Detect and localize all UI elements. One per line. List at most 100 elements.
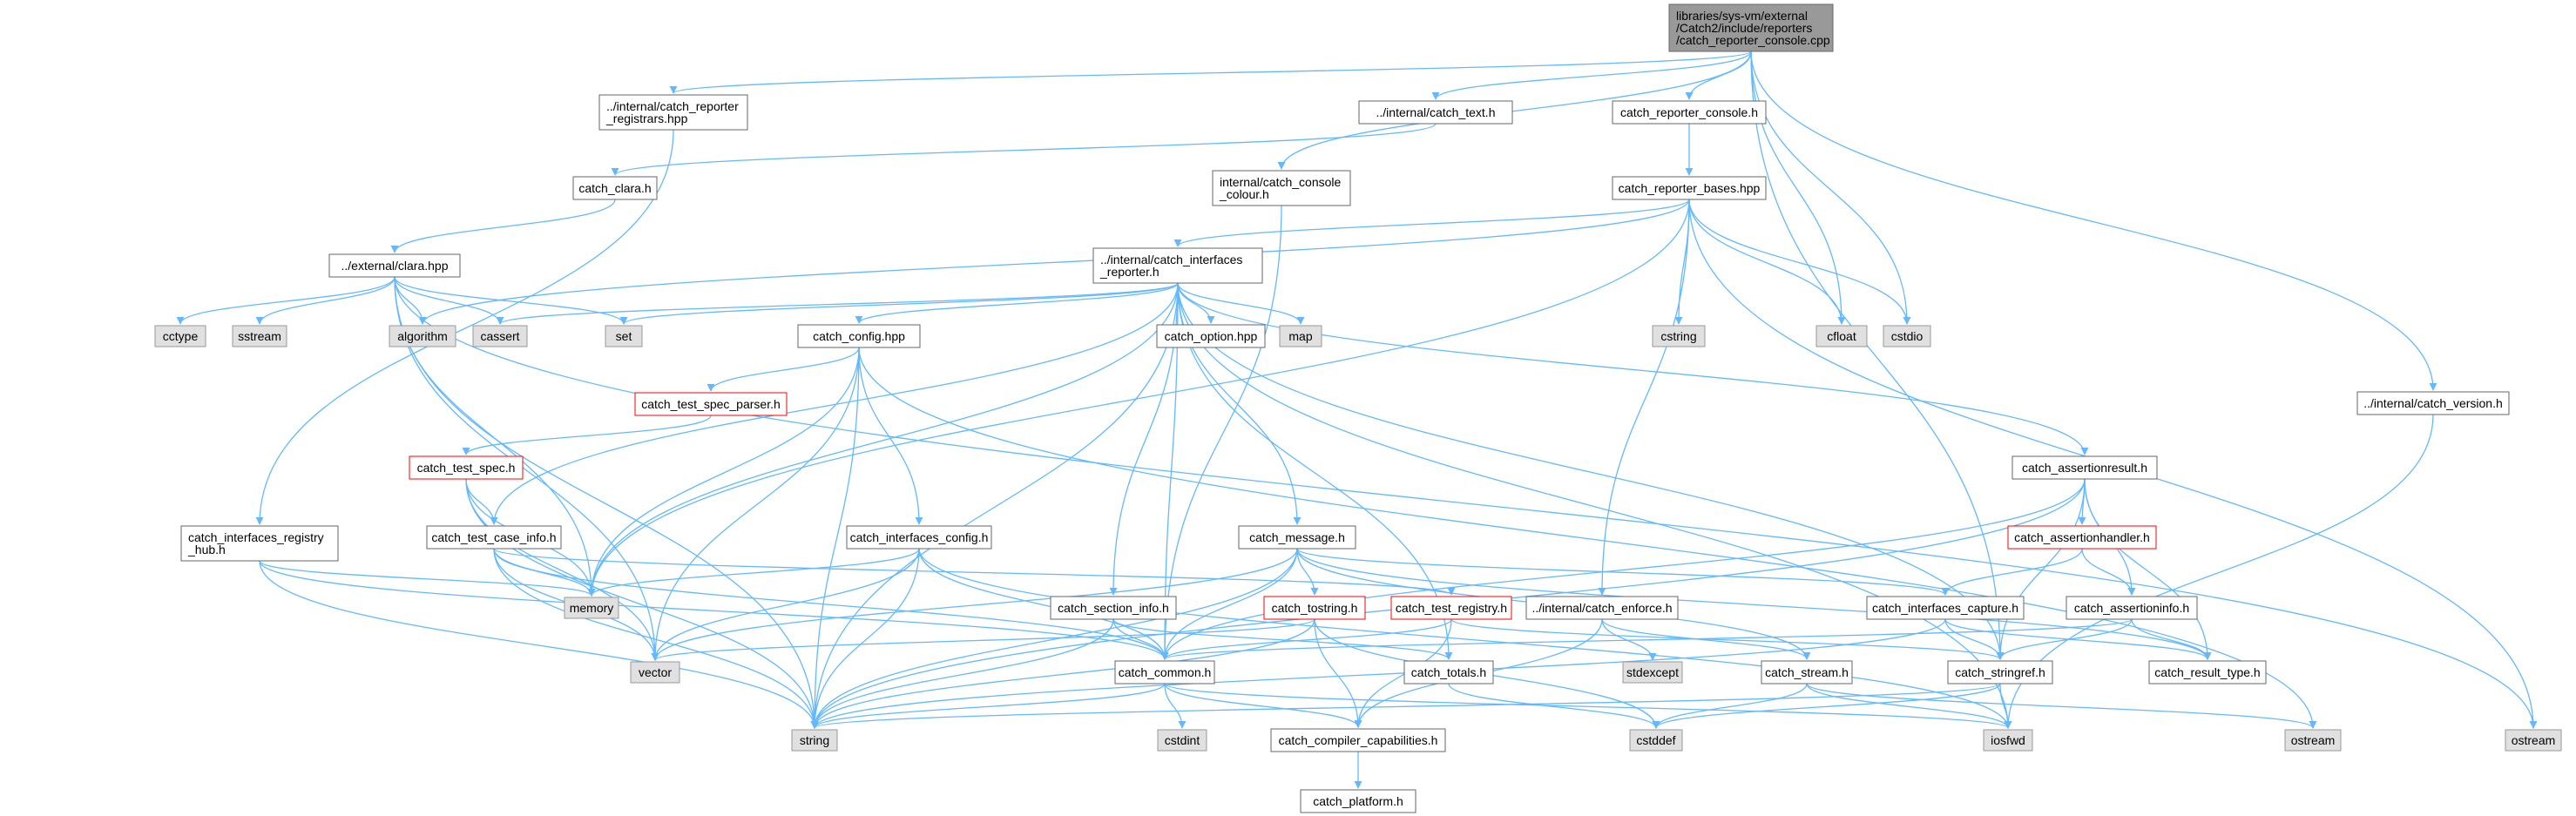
node-stringref[interactable]: catch_stringref.h [1947, 660, 2053, 684]
edge-testspec-to-vector [465, 478, 659, 661]
node-iconfig[interactable]: catch_interfaces_config.h [846, 525, 992, 550]
node-box-enforce [1525, 596, 1679, 620]
node-box-testreg [1390, 596, 1512, 620]
node-algorithm[interactable]: algorithm [389, 325, 456, 347]
node-option[interactable]: catch_option.hpp [1156, 324, 1266, 348]
node-assertresult[interactable]: catch_assertionresult.h [2011, 455, 2158, 480]
node-registrars[interactable]: ../internal/catch_reporter_registrars.hp… [598, 94, 748, 131]
node-cstdio[interactable]: cstdio [1883, 325, 1931, 347]
node-cfloat[interactable]: cfloat [1815, 325, 1868, 347]
edge-message-to-resulttype [1296, 548, 2212, 660]
node-platform[interactable]: catch_platform.h [1300, 789, 1416, 813]
node-box-resulttype [2148, 660, 2267, 684]
edge-root-to-stringref [1750, 51, 2005, 660]
node-label-clara: catch_clara.h [578, 181, 651, 195]
edge-totals-to-cstddef [1448, 683, 1660, 729]
node-ctext[interactable]: ../internal/catch_text.h [1358, 100, 1513, 125]
node-ostream[interactable]: ostream [2284, 729, 2342, 752]
edge-caseinfo-to-string [493, 548, 819, 729]
node-label-ahandler: catch_assertionhandler.h [2014, 530, 2150, 544]
edge-config-to-ostream [858, 347, 2317, 729]
edge-iconfig-to-iosfwd [918, 548, 2012, 729]
node-box-memory [564, 597, 619, 619]
edge-iconfig-to-common [918, 548, 1169, 660]
node-totals[interactable]: catch_totals.h [1403, 660, 1494, 684]
node-ostream2[interactable]: ostream [2505, 729, 2562, 752]
node-string[interactable]: string [791, 729, 838, 752]
node-specparser[interactable]: catch_test_spec_parser.h [634, 392, 788, 416]
node-box-cstdio [1883, 325, 1931, 347]
node-memory[interactable]: memory [564, 597, 619, 619]
node-message[interactable]: catch_message.h [1238, 525, 1356, 550]
node-common[interactable]: catch_common.h [1114, 660, 1215, 684]
node-extclara[interactable]: ../external/clara.hpp [328, 253, 461, 278]
node-sectioninfo[interactable]: catch_section_info.h [1050, 596, 1177, 620]
node-label-config: catch_config.hpp [813, 329, 905, 343]
edge-ahandler-to-icapture [1941, 548, 2083, 596]
node-sstream[interactable]: sstream [232, 325, 287, 347]
node-cstring[interactable]: cstring [1652, 325, 1706, 347]
node-label-ireporter: _reporter.h [1099, 265, 1160, 279]
edge-reghub-to-string [259, 560, 819, 729]
node-label-cstdint: cstdint [1165, 733, 1200, 747]
edge-assertresult-to-resulttype [2084, 478, 2212, 660]
node-label-root: /catch_reporter_console.cpp [1676, 33, 1830, 47]
edge-message-to-vector [651, 548, 1298, 661]
edge-config-to-string [810, 347, 860, 729]
node-box-map [1279, 325, 1322, 347]
node-box-sstream [232, 325, 287, 347]
node-compcaps[interactable]: catch_compiler_capabilities.h [1270, 728, 1446, 752]
edge-bases-to-algorithm [418, 199, 1690, 325]
node-cstdint[interactable]: cstdint [1157, 729, 1207, 752]
node-testspec[interactable]: catch_test_spec.h [409, 455, 524, 480]
node-label-colour: _colour.h [1219, 187, 1269, 201]
edge-ireporter-to-set [619, 282, 1179, 325]
node-label-ireporter: ../internal/catch_interfaces [1100, 253, 1242, 266]
edge-root-to-cstdio [1750, 51, 1911, 325]
node-root[interactable]: libraries/sys-vm/external/Catch2/include… [1668, 3, 1834, 52]
node-clara[interactable]: catch_clara.h [572, 176, 658, 200]
node-caseinfo[interactable]: catch_test_case_info.h [426, 525, 562, 550]
node-reghub[interactable]: catch_interfaces_registry_hub.h [180, 525, 339, 562]
node-box-stream [1761, 660, 1853, 684]
edge-extclara-to-cctype [176, 276, 396, 325]
node-map[interactable]: map [1279, 325, 1322, 347]
node-box-iconfig [846, 525, 992, 550]
node-cassert[interactable]: cassert [472, 325, 528, 347]
node-cctype[interactable]: cctype [154, 325, 206, 347]
node-iosfwd[interactable]: iosfwd [1983, 729, 2033, 752]
node-box-set [605, 325, 643, 347]
edge-bases-to-cfloat [1688, 199, 1846, 325]
node-label-set: set [616, 329, 632, 343]
node-box-cassert [472, 325, 528, 347]
node-version[interactable]: ../internal/catch_version.h [2356, 391, 2510, 415]
node-label-algorithm: algorithm [397, 329, 448, 343]
node-resulttype[interactable]: catch_result_type.h [2148, 660, 2267, 684]
edge-ireporter-to-assertresult [1177, 282, 2089, 455]
node-label-registrars: ../internal/catch_reporter [606, 99, 739, 113]
node-cstddef[interactable]: cstddef [1629, 729, 1683, 752]
node-label-memory: memory [570, 601, 614, 615]
node-box-version [2356, 391, 2510, 415]
edge-sectioninfo-to-string [810, 618, 1114, 729]
node-testreg[interactable]: catch_test_registry.h [1390, 596, 1512, 620]
node-tostring[interactable]: catch_tostring.h [1263, 596, 1366, 620]
node-config[interactable]: catch_config.hpp [797, 324, 921, 348]
node-rconsole[interactable]: catch_reporter_console.h [1612, 100, 1767, 125]
node-bases[interactable]: catch_reporter_bases.hpp [1612, 176, 1767, 200]
edge-extclara-to-cassert [394, 276, 504, 325]
node-stream[interactable]: catch_stream.h [1761, 660, 1853, 684]
node-vector[interactable]: vector [630, 661, 680, 684]
node-stdexcept[interactable]: stdexcept [1622, 661, 1683, 684]
edge-icapture-to-resulttype [1944, 618, 2212, 660]
node-ahandler[interactable]: catch_assertionhandler.h [2007, 525, 2157, 550]
node-set[interactable]: set [605, 325, 643, 347]
node-label-cctype: cctype [163, 329, 199, 343]
node-ireporter[interactable]: ../internal/catch_interfaces_reporter.h [1092, 247, 1263, 284]
node-assertinfo[interactable]: catch_assertioninfo.h [2066, 596, 2198, 620]
node-box-algorithm [389, 325, 456, 347]
node-box-colour [1212, 170, 1351, 206]
node-colour[interactable]: internal/catch_console_colour.h [1212, 170, 1351, 206]
node-icapture[interactable]: catch_interfaces_capture.h [1866, 596, 2025, 620]
node-enforce[interactable]: ../internal/catch_enforce.h [1525, 596, 1679, 620]
